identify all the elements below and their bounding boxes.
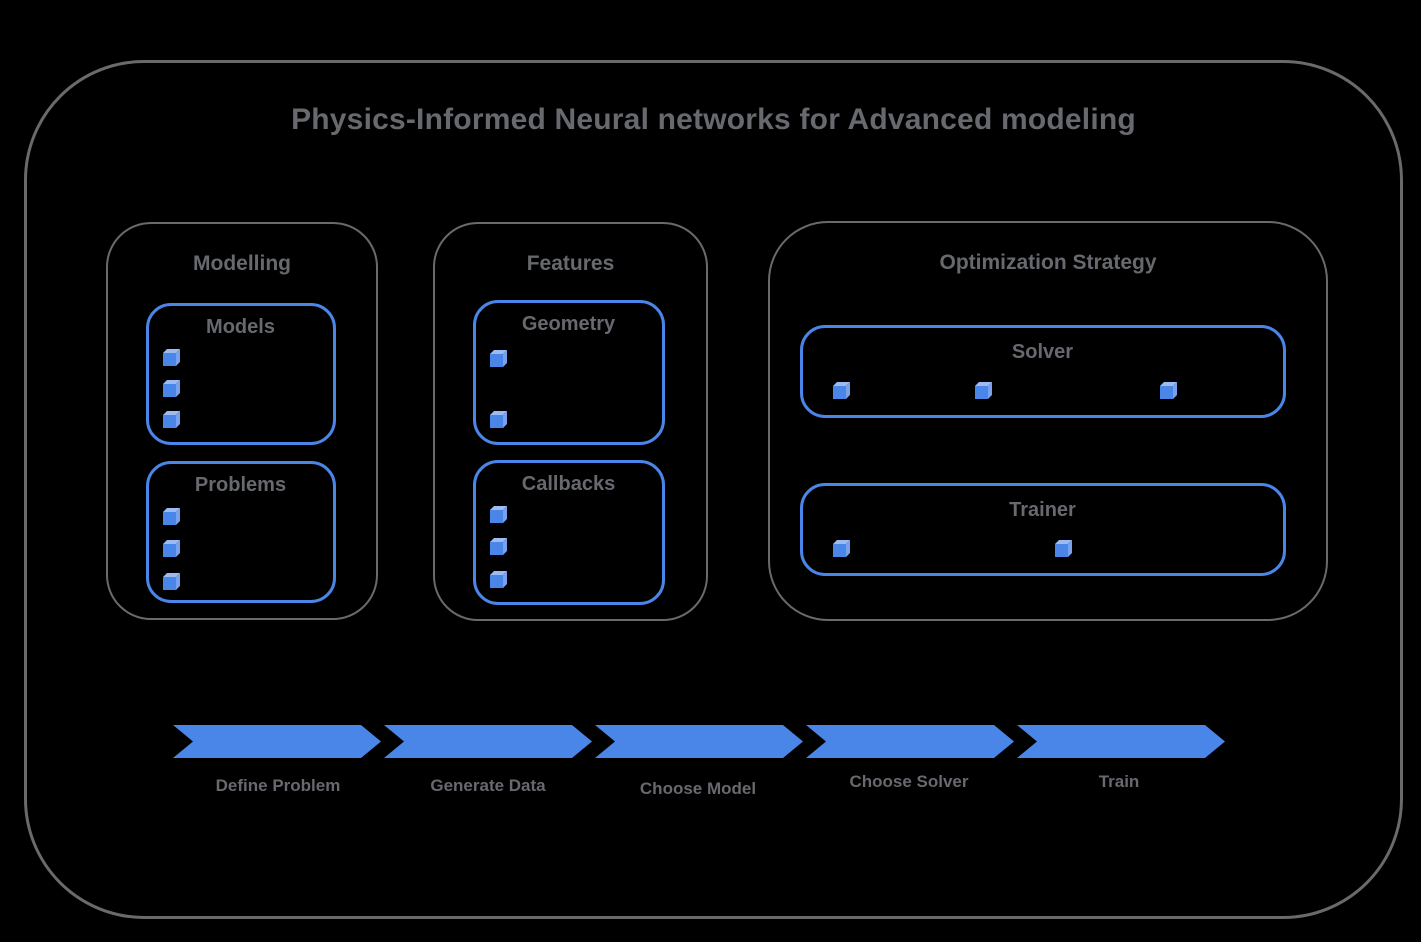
group-title-problems: Problems	[194, 473, 287, 496]
cube-bullet-icon	[974, 381, 992, 399]
pipeline-step-label: Generate Data	[430, 776, 546, 795]
cube-bullet-icon	[162, 379, 180, 397]
cube-bullet-icon	[832, 539, 850, 557]
pipeline-step-label: Define Problem	[215, 776, 341, 795]
section-optimization-strategy: Optimization Strategy Solver Trainer	[768, 221, 1328, 621]
group-title-callbacks: Callbacks	[521, 472, 616, 495]
section-title-features: Features	[526, 252, 615, 275]
pipeline-arrow-segment	[384, 725, 592, 758]
section-modelling: Modelling Models Problems	[106, 222, 378, 620]
section-title-optimization-strategy: Optimization Strategy	[939, 251, 1157, 274]
cube-bullet-icon	[832, 381, 850, 399]
group-geometry: Geometry	[472, 299, 665, 445]
pipeline-step-label: Choose Model	[639, 779, 757, 798]
group-title-solver: Solver	[1011, 340, 1074, 363]
pipeline-arrow-segment	[173, 725, 381, 758]
cube-bullet-icon	[162, 410, 180, 428]
group-title-geometry: Geometry	[521, 312, 616, 335]
cube-bullet-icon	[162, 507, 180, 525]
pipeline-step-label: Train	[1098, 772, 1140, 791]
group-models: Models	[145, 302, 336, 445]
pipeline-arrow-segment	[1017, 725, 1225, 758]
outer-container: Physics-Informed Neural networks for Adv…	[24, 60, 1403, 919]
cube-bullet-icon	[489, 349, 507, 367]
section-title-modelling: Modelling	[193, 252, 291, 275]
group-callbacks: Callbacks	[472, 459, 665, 605]
pipeline-arrow-segment	[806, 725, 1014, 758]
group-problems: Problems	[145, 460, 336, 603]
group-title-trainer: Trainer	[1009, 498, 1076, 521]
group-solver: Solver	[799, 324, 1286, 418]
pipeline-arrows: Define Problem Generate Data Choose Mode…	[173, 725, 1233, 798]
cube-bullet-icon	[162, 539, 180, 557]
pipeline-step-label: Choose Solver	[849, 772, 969, 791]
cube-bullet-icon	[1159, 381, 1177, 399]
group-title-models: Models	[206, 315, 275, 338]
pipeline-arrow-segment	[595, 725, 803, 758]
cube-bullet-icon	[489, 570, 507, 588]
cube-bullet-icon	[489, 410, 507, 428]
diagram-title: Physics-Informed Neural networks for Adv…	[291, 103, 1136, 136]
section-features: Features Geometry Callbacks	[433, 222, 708, 621]
cube-bullet-icon	[162, 572, 180, 590]
cube-bullet-icon	[489, 537, 507, 555]
group-trainer: Trainer	[799, 482, 1286, 576]
cube-bullet-icon	[1054, 539, 1072, 557]
cube-bullet-icon	[162, 348, 180, 366]
cube-bullet-icon	[489, 505, 507, 523]
